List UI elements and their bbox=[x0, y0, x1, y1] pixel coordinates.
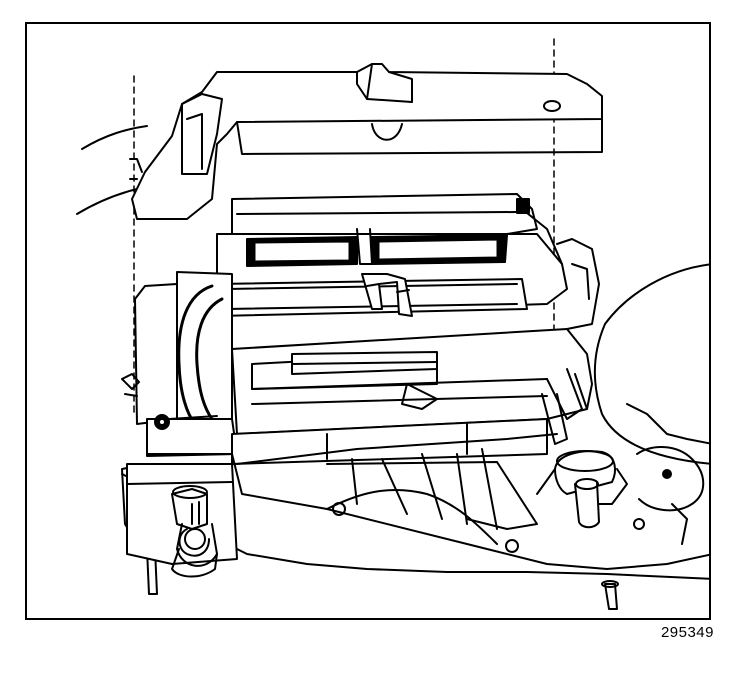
heater-core bbox=[213, 273, 528, 317]
blower-motor-housing bbox=[556, 238, 709, 545]
figure-id-label: 295349 bbox=[660, 624, 714, 641]
actuator-valve-assembly bbox=[126, 463, 238, 578]
upper-case-cover bbox=[129, 63, 603, 220]
motor-shaft-hub bbox=[536, 450, 628, 529]
lower-case-housing bbox=[231, 328, 593, 465]
left-housing-and-pipes bbox=[121, 271, 238, 457]
hvac-module-line-drawing bbox=[76, 38, 709, 610]
illustration-frame bbox=[25, 22, 711, 620]
leader-lines bbox=[76, 125, 148, 215]
